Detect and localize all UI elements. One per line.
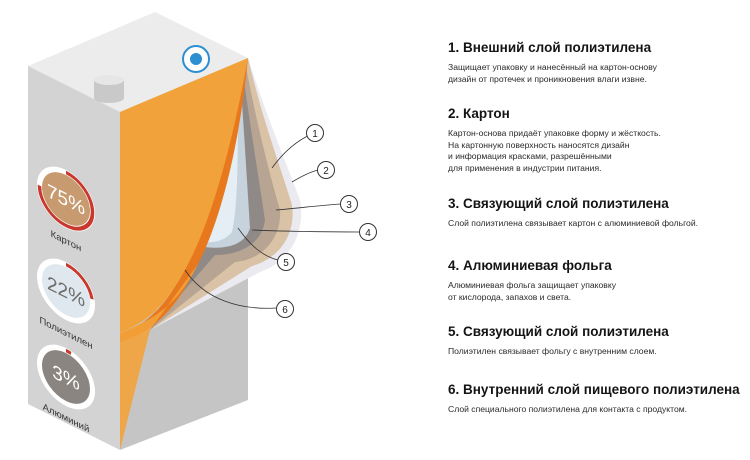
callout-6-number: 6 <box>282 305 288 316</box>
callout-leaders <box>184 133 361 309</box>
layer-3-line-1: Слой полиэтилена связывает картон с алюм… <box>448 218 699 228</box>
layer-1-line-1: Защищает упаковку и нанесённый на картон… <box>448 62 657 72</box>
badge-aluminium-arc <box>37 345 95 409</box>
layer-1-line-2: дизайн от протечек и проникновения влаги… <box>448 73 647 84</box>
layer-5-description: 5. Связующий слой полиэтилена Полиэтилен… <box>448 324 743 358</box>
layer-4-title: 4. Алюминиевая фольга <box>448 258 612 273</box>
cap <box>94 75 124 103</box>
leader-4 <box>251 229 361 233</box>
callout-3: 3 <box>340 195 358 213</box>
layer-5-title: 5. Связующий слой полиэтилена <box>448 324 669 339</box>
badge-polyethylene-arc <box>37 259 95 323</box>
callout-6: 6 <box>276 300 294 318</box>
layer-2-line-1: Картон-основа придаёт упаковке форму и ж… <box>448 128 661 138</box>
callout-4: 4 <box>359 223 377 241</box>
layer-6-description: 6. Внутренний слой пищевого полиэтилена … <box>448 382 743 416</box>
leader-5 <box>237 227 279 261</box>
callout-1: 1 <box>306 124 324 142</box>
layer-4-line-2: от кислорода, запахов и света. <box>448 291 572 302</box>
layer-4-text: Алюминиевая фольга защищает упаковку от … <box>448 280 743 303</box>
layer-4-line-1: Алюминиевая фольга защищает упаковку <box>448 280 617 290</box>
layer-1-description: 1. Внешний слой полиэтилена Защищает упа… <box>448 40 743 85</box>
layer-2-text: Картон-основа придаёт упаковке форму и ж… <box>448 128 743 174</box>
layer-3-description: 3. Связующий слой полиэтилена Слой полиэ… <box>448 196 743 230</box>
layer-2-title: 2. Картон <box>448 106 510 121</box>
leader-6 <box>184 269 277 309</box>
layer-2-description: 2. Картон Картон-основа придаёт упаковке… <box>448 106 743 174</box>
orange-peel-face <box>120 58 248 332</box>
layer-6-line-1: Слой специального полиэтилена для контак… <box>448 404 688 414</box>
layer-1-title: 1. Внешний слой полиэтилена <box>448 40 652 55</box>
layer-5-line-1: Полиэтилен связывает фольгу с внутренним… <box>448 346 657 356</box>
layer-3-title: 3. Связующий слой полиэтилена <box>448 196 669 211</box>
callout-4-number: 4 <box>365 228 371 239</box>
callout-2-number: 2 <box>323 166 329 177</box>
callout-5: 5 <box>277 253 295 271</box>
layer-2-line-3: и информация красками, разрешёнными <box>448 151 612 162</box>
callout-3-number: 3 <box>346 200 352 211</box>
callout-2: 2 <box>317 161 335 179</box>
layer-2-line-4: для применения в индустрии питания. <box>448 162 602 173</box>
orange-peel-lower <box>120 264 198 450</box>
fsc-logo-icon <box>182 45 210 73</box>
layer-3-text: Слой полиэтилена связывает картон с алюм… <box>448 218 743 230</box>
layer-6-text: Слой специального полиэтилена для контак… <box>448 404 743 416</box>
callout-5-number: 5 <box>283 258 289 269</box>
carton-layers-diagram: 1 2 3 4 5 6 75% Картон 22% Полиэти <box>28 12 377 450</box>
badge-cardboard-arc <box>37 167 95 231</box>
callout-1-number: 1 <box>312 129 318 140</box>
carton-top-face <box>28 12 248 112</box>
layer-1-text: Защищает упаковку и нанесённый на картон… <box>448 62 743 85</box>
layer-2-line-2: На картонную поверхность наносятся дизай… <box>448 139 630 150</box>
leader-2 <box>291 169 319 183</box>
layer-4-description: 4. Алюминиевая фольга Алюминиевая фольга… <box>448 258 743 303</box>
leader-3 <box>275 203 343 211</box>
layer-6-title: 6. Внутренний слой пищевого полиэтилена <box>448 382 740 397</box>
layer-5-text: Полиэтилен связывает фольгу с внутренним… <box>448 346 743 358</box>
